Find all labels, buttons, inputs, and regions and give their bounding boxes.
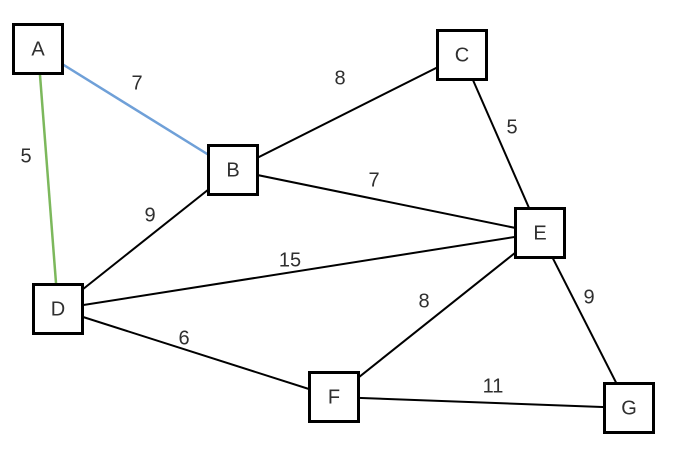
edge-BE-weight-label: 7	[368, 169, 379, 191]
edge-AD-weight-label: 5	[20, 145, 31, 167]
node-F-box	[308, 371, 360, 423]
edge-AB-weight-label: 7	[131, 72, 142, 94]
edge-CE-weight-label: 5	[506, 116, 517, 138]
node-E-box	[514, 207, 566, 259]
edge-EF-line	[333, 232, 541, 398]
node-E-label: E	[533, 222, 546, 244]
edge-EG-weight-label: 9	[583, 286, 594, 308]
edge-EG-line	[539, 232, 630, 409]
node-A-box	[12, 23, 64, 75]
node-G-label: G	[621, 397, 637, 419]
edge-BD-line	[57, 169, 234, 310]
edge-FG-line	[333, 396, 630, 409]
edge-BD-weight-label: 9	[144, 204, 155, 226]
node-C-box	[436, 29, 488, 81]
edge-EF-weight-label: 8	[418, 290, 429, 312]
node-G-box	[603, 382, 655, 434]
edge-CE-line	[461, 54, 541, 234]
edge-DE-weight-label: 15	[279, 249, 301, 271]
node-D-box	[32, 283, 84, 335]
edge-AD-line	[36, 48, 60, 310]
node-D-label: D	[51, 298, 65, 320]
edge-BC-weight-label: 8	[334, 67, 345, 89]
edge-FG-weight-label: 11	[483, 375, 504, 397]
edge-DE-line	[57, 232, 541, 310]
node-A-label: A	[31, 38, 45, 60]
node-B-box	[207, 144, 259, 196]
edge-AB-line	[37, 47, 234, 172]
edge-BE-line	[232, 169, 541, 234]
node-C-label: C	[455, 44, 469, 66]
edge-DF-line	[57, 308, 335, 398]
edge-BC-line	[232, 54, 463, 171]
node-F-label: F	[328, 386, 340, 408]
edge-DF-weight-label: 6	[178, 327, 189, 349]
node-B-label: B	[226, 159, 239, 181]
